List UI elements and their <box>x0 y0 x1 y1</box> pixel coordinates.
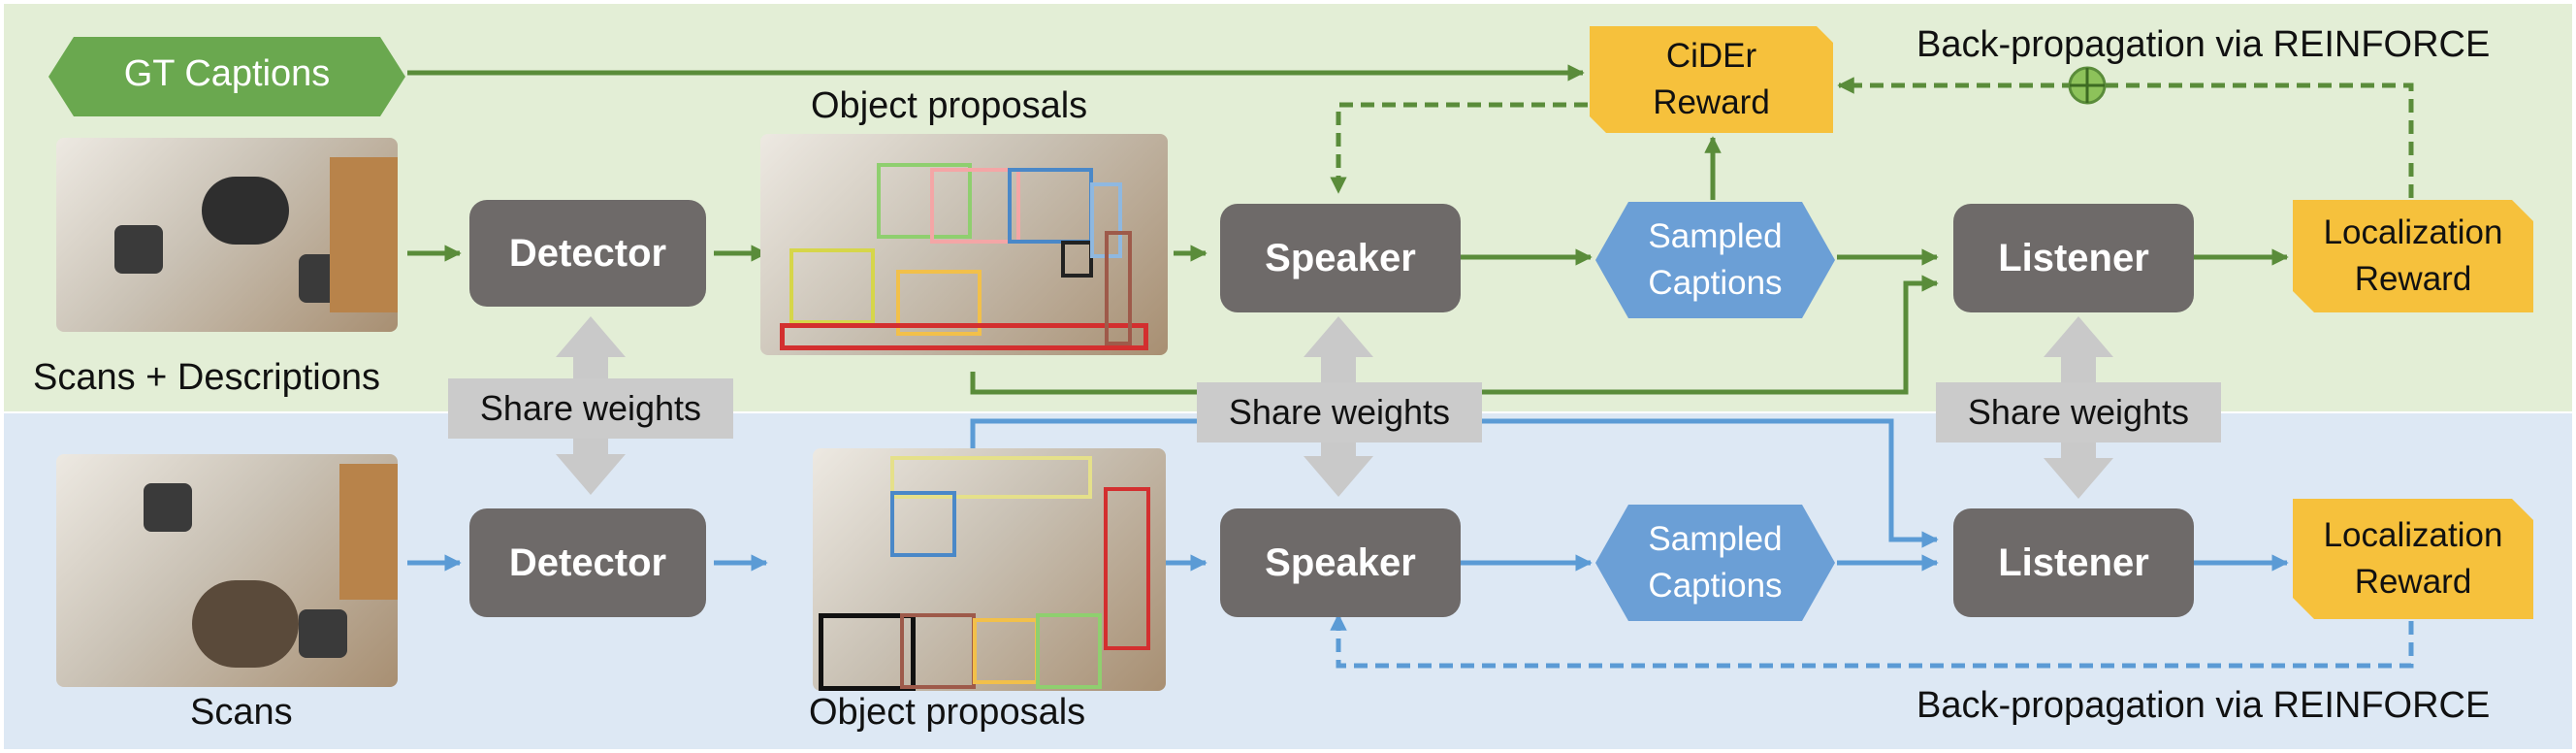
sampled-captions-shape-top <box>1595 202 1835 318</box>
scan-image-bottom <box>56 454 398 687</box>
bbox-black <box>1061 241 1093 278</box>
bbox-red <box>1104 487 1150 650</box>
scans-descriptions-label: Scans + Descriptions <box>33 357 380 398</box>
scans-label: Scans <box>190 692 293 733</box>
chair-shape <box>144 483 192 532</box>
bbox-blue <box>1008 168 1093 244</box>
table-shape <box>192 580 299 668</box>
backprop-top-label: Back-propagation via REINFORCE <box>1916 24 2491 65</box>
bbox-green <box>1036 613 1102 689</box>
bbox-brown <box>900 613 976 689</box>
object-proposals-top-label: Object proposals <box>811 85 1088 126</box>
localization-reward-shape-top <box>2293 200 2533 312</box>
sampled-captions-bottom: Sampled Captions <box>1648 520 1783 605</box>
cider-reward-shape <box>1590 26 1833 133</box>
bbox-blue <box>890 491 956 557</box>
listener-top: Listener <box>1953 204 2194 312</box>
bbox-black <box>819 613 916 691</box>
detector-top: Detector <box>469 200 706 307</box>
bbox-pink <box>930 168 1020 244</box>
sampled-captions-shape-bottom <box>1595 505 1835 621</box>
listener-bottom: Listener <box>1953 508 2194 617</box>
bbox-green <box>877 163 972 239</box>
localization-reward-shape-bottom <box>2293 499 2533 619</box>
green-dashed-arrows <box>1330 77 2414 198</box>
detector-bottom: Detector <box>469 508 706 617</box>
share-weights-box-2: Share weights <box>1197 382 1482 442</box>
proposals-image-bottom <box>813 448 1166 691</box>
blue-arrows <box>407 418 2289 572</box>
localization-reward-top: Localization Reward <box>2323 213 2503 298</box>
green-arrows <box>407 64 2289 395</box>
gt-captions-label: GT Captions <box>123 53 331 94</box>
bbox-brown <box>1105 231 1132 345</box>
backprop-bottom-label: Back-propagation via REINFORCE <box>1916 685 2491 726</box>
share-weights-box-3: Share weights <box>1936 382 2221 442</box>
chair-shape <box>114 225 163 274</box>
gt-captions-shape <box>48 37 405 116</box>
door-shape <box>330 157 398 312</box>
cider-reward: CiDEr Reward <box>1653 37 1770 121</box>
share-weights-box-1: Share weights <box>448 378 733 439</box>
scan-image-top <box>56 138 398 332</box>
speaker-top: Speaker <box>1220 204 1461 312</box>
bbox-red <box>780 323 1148 350</box>
bbox-orange <box>973 618 1039 684</box>
bbox-orange <box>896 270 982 336</box>
table-shape <box>202 177 289 245</box>
speaker-bottom: Speaker <box>1220 508 1461 617</box>
localization-reward-bottom: Localization Reward <box>2323 516 2503 601</box>
chair-shape <box>299 609 347 658</box>
proposals-image-top <box>760 134 1168 355</box>
bbox-yellow <box>789 248 875 324</box>
door-shape <box>339 464 398 600</box>
object-proposals-bottom-label: Object proposals <box>809 692 1086 733</box>
bbox-yellow <box>890 456 1092 499</box>
sampled-captions-top: Sampled Captions <box>1648 217 1783 302</box>
blue-dashed-arrow <box>1330 613 2414 669</box>
